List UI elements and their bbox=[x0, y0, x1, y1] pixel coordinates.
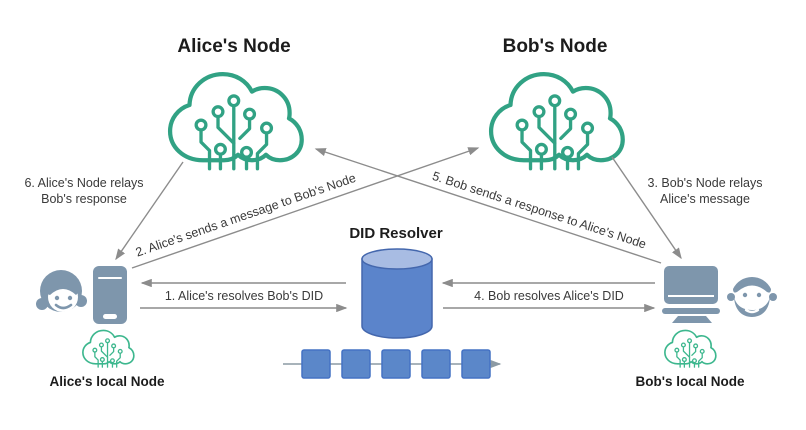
blockchain-icon bbox=[283, 349, 502, 379]
bob-local-cloud-icon bbox=[664, 329, 717, 368]
alice-node-cloud-icon bbox=[170, 74, 302, 169]
step3-label: 3. Bob's Node relays Alice's message bbox=[648, 176, 763, 206]
step6-label: 6. Alice's Node relays Bob's response bbox=[24, 176, 143, 206]
bob-local-node-label: Bob's local Node bbox=[636, 374, 745, 389]
arrow-step3-relay bbox=[611, 156, 682, 260]
block-4 bbox=[421, 349, 451, 379]
smartphone-icon bbox=[93, 266, 127, 324]
did-resolver-database-icon bbox=[361, 248, 433, 339]
alice-local-cloud-icon bbox=[82, 329, 135, 368]
flow-arrows bbox=[115, 147, 682, 313]
step5-label: 5. Bob sends a response to Alice's Node bbox=[431, 169, 648, 252]
step6-label-line2: Bob's response bbox=[41, 192, 127, 206]
bob-avatar-icon bbox=[727, 276, 777, 317]
block-5 bbox=[461, 349, 491, 379]
step3-label-line1: 3. Bob's Node relays bbox=[648, 176, 763, 190]
step6-label-line1: 6. Alice's Node relays bbox=[24, 176, 143, 190]
alice-avatar-icon bbox=[36, 270, 87, 312]
block-3 bbox=[381, 349, 411, 379]
alice-local-node-label: Alice's local Node bbox=[49, 374, 164, 389]
step4-label: 4. Bob resolves Alice's DID bbox=[474, 289, 624, 303]
step3-label-line2: Alice's message bbox=[660, 192, 750, 206]
block-2 bbox=[341, 349, 371, 379]
arrow-step5-response bbox=[314, 148, 662, 264]
block-1 bbox=[301, 349, 331, 379]
arrow-step6-relay bbox=[115, 161, 184, 261]
arrow-step2-message bbox=[131, 147, 480, 269]
bob-node-cloud-icon bbox=[491, 74, 623, 169]
alice-node-title: Alice's Node bbox=[177, 36, 290, 57]
bob-node-title: Bob's Node bbox=[503, 36, 608, 57]
did-resolver-title: DID Resolver bbox=[349, 225, 443, 242]
monitor-icon bbox=[662, 266, 720, 323]
step1-label: 1. Alice's resolves Bob's DID bbox=[165, 289, 323, 303]
